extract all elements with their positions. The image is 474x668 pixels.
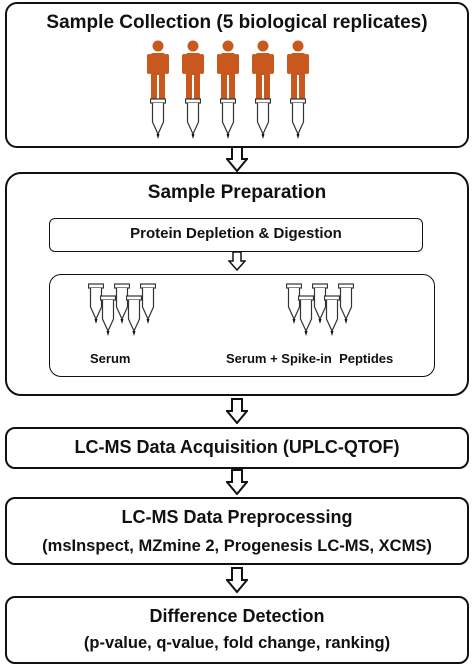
down-arrow-icon (228, 251, 246, 271)
person-icon (147, 40, 169, 100)
test-tube-icon (255, 98, 271, 140)
down-arrow-icon (226, 146, 248, 172)
sample-preparation-title: Sample Preparation (147, 182, 327, 203)
serum-spike-label: Serum + Spike-in Peptides (226, 351, 394, 366)
person-icon (182, 40, 204, 100)
test-tube-icon (140, 283, 156, 325)
protein-depletion-label: Protein Depletion & Digestion (130, 225, 342, 242)
protein-depletion-box: Protein Depletion & Digestion (49, 218, 423, 252)
down-arrow-icon (226, 567, 248, 593)
sample-collection-box: Sample Collection (5 biological replicat… (5, 2, 469, 148)
serum-label: Serum (90, 351, 131, 366)
serum-samples-box: Serum Serum + Spike-in Peptides (49, 274, 435, 377)
person-icon (287, 40, 309, 100)
sample-collection-title: Sample Collection (5 biological replicat… (46, 12, 428, 33)
test-tube-icon (324, 295, 340, 337)
down-arrow-icon (226, 398, 248, 424)
difference-detection-box: Difference Detection (p-value, q-value, … (5, 596, 469, 664)
data-preprocessing-box: LC-MS Data Preprocessing (msInspect, MZm… (5, 497, 469, 565)
person-icon (217, 40, 239, 100)
difference-detection-methods: (p-value, q-value, fold change, ranking) (83, 634, 391, 652)
data-acquisition-title: LC-MS Data Acquisition (UPLC-QTOF) (74, 437, 400, 457)
test-tube-icon (338, 283, 354, 325)
down-arrow-icon (226, 469, 248, 495)
sample-preparation-box: Sample Preparation Protein Depletion & D… (5, 172, 469, 396)
data-acquisition-box: LC-MS Data Acquisition (UPLC-QTOF) (5, 427, 469, 469)
test-tube-icon (290, 98, 306, 140)
difference-detection-title: Difference Detection (149, 606, 325, 626)
test-tube-icon (150, 98, 166, 140)
test-tube-icon (100, 295, 116, 337)
data-preprocessing-title: LC-MS Data Preprocessing (121, 507, 353, 527)
test-tube-icon (185, 98, 201, 140)
test-tube-icon (298, 295, 314, 337)
test-tube-icon (126, 295, 142, 337)
person-icon (252, 40, 274, 100)
test-tube-icon (220, 98, 236, 140)
data-preprocessing-tools: (msInspect, MZmine 2, Progenesis LC-MS, … (42, 537, 432, 555)
